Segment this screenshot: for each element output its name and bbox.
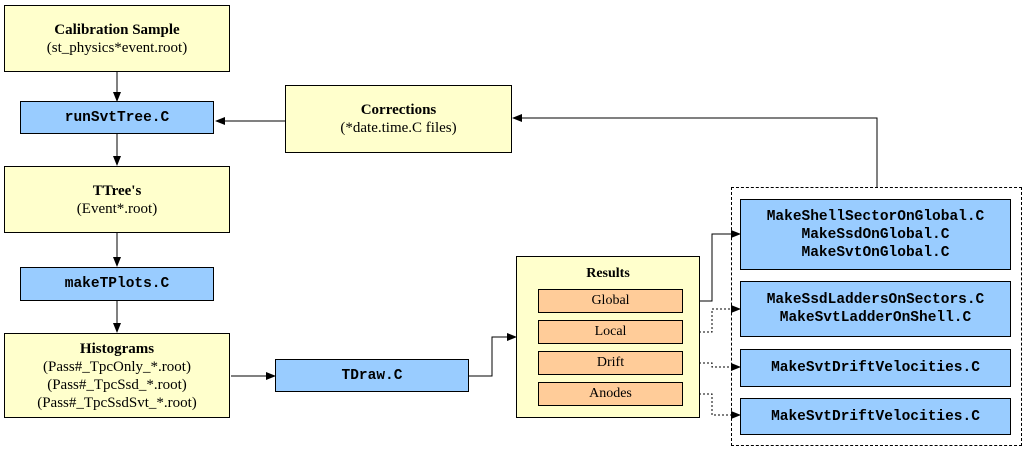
macros-global-node: MakeShellSectorOnGlobal.C MakeSsdOnGloba… <box>740 199 1011 270</box>
calibration-title: Calibration Sample <box>54 21 180 38</box>
make-tplots-label: makeTPlots.C <box>64 276 170 292</box>
histograms-line-2: (Pass#_TpcSsd_*.root) <box>47 376 187 393</box>
results-item-local: Local <box>538 320 683 344</box>
run-svt-tree-label: runSvtTree.C <box>64 109 170 126</box>
macro-ssd-on-global: MakeSsdOnGlobal.C <box>801 226 950 243</box>
results-item-global-label: Global <box>591 293 630 308</box>
run-svt-tree-node: runSvtTree.C <box>20 101 214 134</box>
calibration-subtitle: (st_physics*event.root) <box>46 39 188 56</box>
results-title: Results <box>586 266 630 281</box>
macro-shell-sector-on-global: MakeShellSectorOnGlobal.C <box>766 208 985 225</box>
results-item-local-label: Local <box>594 324 627 339</box>
results-item-drift-label: Drift <box>596 355 625 370</box>
arrow-tdraw-to-results <box>469 333 517 377</box>
make-tplots-node: makeTPlots.C <box>20 267 214 301</box>
corrections-subtitle: (*date.time.C files) <box>340 120 457 136</box>
macros-anodes-node: MakeSvtDriftVelocities.C <box>740 398 1011 435</box>
macro-svt-drift-velocities-anodes: MakeSvtDriftVelocities.C <box>771 408 980 425</box>
histograms-node: Histograms (Pass#_TpcOnly_*.root) (Pass#… <box>4 333 230 418</box>
arrow-local-to-macros <box>683 305 741 333</box>
results-item-anodes: Anodes <box>538 382 683 406</box>
calibration-sample-node: Calibration Sample (st_physics*event.roo… <box>4 5 230 72</box>
arrow-macros-to-corrections <box>512 114 878 187</box>
ttrees-title: TTree's <box>92 182 142 199</box>
tdraw-label: TDraw.C <box>341 367 403 384</box>
results-item-drift: Drift <box>538 351 683 375</box>
arrow-anodes-to-macro <box>683 393 741 419</box>
corrections-title: Corrections <box>360 102 437 118</box>
results-item-global: Global <box>538 289 683 313</box>
ttrees-subtitle: (Event*.root) <box>76 200 158 217</box>
macro-svt-ladder-on-shell: MakeSvtLadderOnShell.C <box>779 310 972 326</box>
ttrees-node: TTree's (Event*.root) <box>4 166 230 233</box>
macro-svt-on-global: MakeSvtOnGlobal.C <box>801 244 950 261</box>
macros-group <box>731 187 1022 446</box>
tdraw-node: TDraw.C <box>275 359 469 392</box>
macro-svt-drift-velocities-drift: MakeSvtDriftVelocities.C <box>771 360 980 376</box>
macro-ssd-ladders-on-sectors: MakeSsdLaddersOnSectors.C <box>766 292 985 308</box>
corrections-node: Corrections (*date.time.C files) <box>285 85 512 153</box>
macros-drift-node: MakeSvtDriftVelocities.C <box>740 349 1011 387</box>
histograms-line-3: (Pass#_TpcSsdSvt_*.root) <box>37 394 197 411</box>
histograms-title: Histograms <box>79 340 155 357</box>
histograms-line-1: (Pass#_TpcOnly_*.root) <box>43 358 191 375</box>
results-item-anodes-label: Anodes <box>589 386 632 401</box>
macros-local-node: MakeSsdLaddersOnSectors.C MakeSvtLadderO… <box>740 281 1011 337</box>
